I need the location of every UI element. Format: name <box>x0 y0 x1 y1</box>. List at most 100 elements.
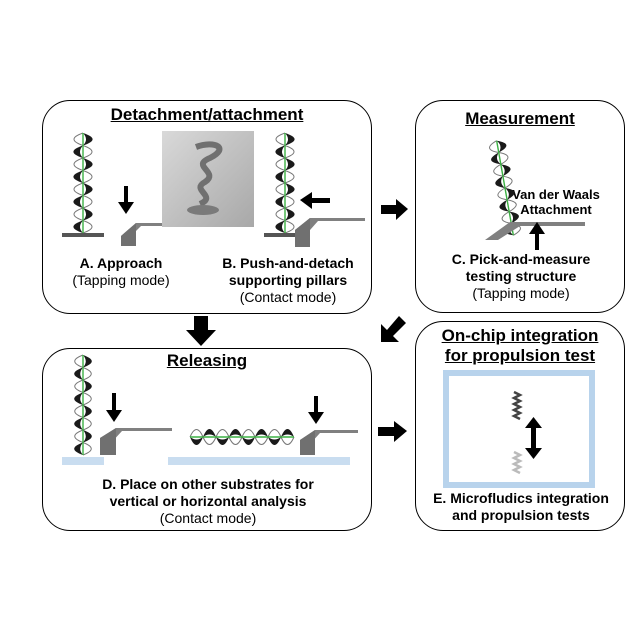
helix-lobe <box>83 380 92 393</box>
helix-lobe <box>500 164 511 177</box>
down-arrow-d1 <box>106 393 122 422</box>
helix-back-strand <box>489 140 499 154</box>
flow-arrow-down-left <box>186 316 216 346</box>
helix-lobe <box>73 195 83 208</box>
helix-back-strand <box>82 145 93 159</box>
helix-structure-d-horizontal <box>189 429 295 445</box>
caption-b-line1: B. Push-and-detach <box>222 255 354 271</box>
caption-d-line1: D. Place on other substrates for <box>102 476 314 492</box>
helix-lobe <box>285 208 295 221</box>
flow-arrow-right-top <box>381 199 408 220</box>
helix-lobe <box>285 133 295 146</box>
pillar-base-b <box>264 233 306 237</box>
helix-back-strand <box>73 207 84 221</box>
helix-lobe <box>83 133 93 146</box>
helix-lobe <box>83 430 92 443</box>
helix-back-strand <box>275 157 286 171</box>
helix-lobe <box>268 437 281 445</box>
caption-a-line1: A. Approach <box>79 255 163 271</box>
helix-back-strand <box>284 195 295 209</box>
caption-step-c: C. Pick-and-measure testing structure (T… <box>416 251 626 302</box>
helix-back-strand <box>275 207 286 221</box>
helix-lobe <box>499 199 510 212</box>
caption-d-line3: (Contact mode) <box>159 510 257 526</box>
panel-title-measurement: Measurement <box>465 109 575 128</box>
sem-image <box>162 131 254 227</box>
caption-step-d: D. Place on other substrates for vertica… <box>43 476 373 527</box>
helix-back-strand <box>82 417 92 431</box>
caption-c-line2: testing structure <box>465 268 577 284</box>
helix-back-strand <box>202 436 217 445</box>
helix-back-strand <box>82 170 93 184</box>
helix-back-strand <box>74 379 84 393</box>
helix-lobe <box>83 405 92 418</box>
caption-b-line3: (Contact mode) <box>239 289 337 305</box>
panel-title-onchip-1: On-chip integration <box>441 326 599 345</box>
helix-lobe <box>242 437 255 445</box>
panel-title-releasing: Releasing <box>166 351 248 370</box>
helix-lobe <box>83 208 93 221</box>
annotation-line2: Attachment <box>520 202 592 217</box>
helix-lobe <box>495 176 505 188</box>
helix-lobe <box>275 220 285 233</box>
caption-d-line2: vertical or horizontal analysis <box>109 493 307 509</box>
helix-back-strand <box>82 220 93 234</box>
helix-lobe <box>229 429 242 437</box>
helix-back-strand <box>284 220 295 234</box>
helix-lobe <box>74 392 83 405</box>
substrate-left <box>62 457 104 465</box>
helix-lobe <box>83 158 93 171</box>
helix-lobe <box>496 140 507 153</box>
helix-lobe <box>83 355 92 368</box>
cantilever-a <box>121 223 186 246</box>
helix-back-strand <box>73 157 84 171</box>
cantilever-c <box>485 222 585 240</box>
cantilever-d2 <box>300 430 358 455</box>
helix-back-strand <box>275 182 286 196</box>
helix-lobe <box>491 152 501 165</box>
helix-lobe <box>275 145 285 158</box>
helix-back-strand <box>506 199 517 213</box>
helix-lobe <box>285 183 295 196</box>
propulsion-double-arrow <box>525 417 542 459</box>
substrate-right <box>168 457 350 465</box>
helix-lobe <box>73 145 83 158</box>
helix-back-strand <box>189 429 204 438</box>
left-arrow-b <box>300 192 330 209</box>
helix-lobe <box>74 442 83 455</box>
helix-back-strand <box>275 132 286 146</box>
helix-structure-b <box>275 132 295 234</box>
helix-back-strand <box>82 195 93 209</box>
annotation-line1: Van der Waals <box>512 187 600 202</box>
helix-back-strand <box>74 429 84 443</box>
helix-back-strand <box>74 404 84 418</box>
helix-lobe <box>281 429 294 437</box>
panel-title-detachment: Detachment/attachment <box>110 105 304 124</box>
helix-lobe <box>83 183 93 196</box>
caption-step-e: E. Microfludics integration and propulsi… <box>416 490 626 524</box>
microfluidic-channel <box>443 370 595 488</box>
helix-lobe <box>505 188 515 200</box>
helix-back-strand <box>267 429 282 438</box>
caption-b-line2: supporting pillars <box>228 272 348 288</box>
helix-lobe <box>275 195 285 208</box>
helix-axis <box>495 140 515 236</box>
up-arrow-c <box>529 222 545 250</box>
flow-arrow-right-bottom <box>378 421 407 442</box>
caption-c-line1: C. Pick-and-measure <box>451 251 591 267</box>
helix-lobe <box>74 367 83 380</box>
helix-back-strand <box>493 163 504 177</box>
panel-measurement: Measurement Van der Waals Attachment C. … <box>415 100 625 313</box>
helix-back-strand <box>284 170 295 184</box>
helix-back-strand <box>82 367 92 381</box>
panel-title-onchip-2: for propulsion test <box>444 346 596 365</box>
helix-lobe <box>216 437 229 445</box>
helix-lobe <box>73 170 83 183</box>
helix-structure-a <box>73 132 93 234</box>
helix-lobe <box>73 220 83 233</box>
caption-step-b: B. Push-and-detach supporting pillars (C… <box>203 255 373 306</box>
caption-step-a: A. Approach (Tapping mode) <box>51 255 191 289</box>
helix-lobe <box>285 158 295 171</box>
helix-back-strand <box>74 354 84 368</box>
